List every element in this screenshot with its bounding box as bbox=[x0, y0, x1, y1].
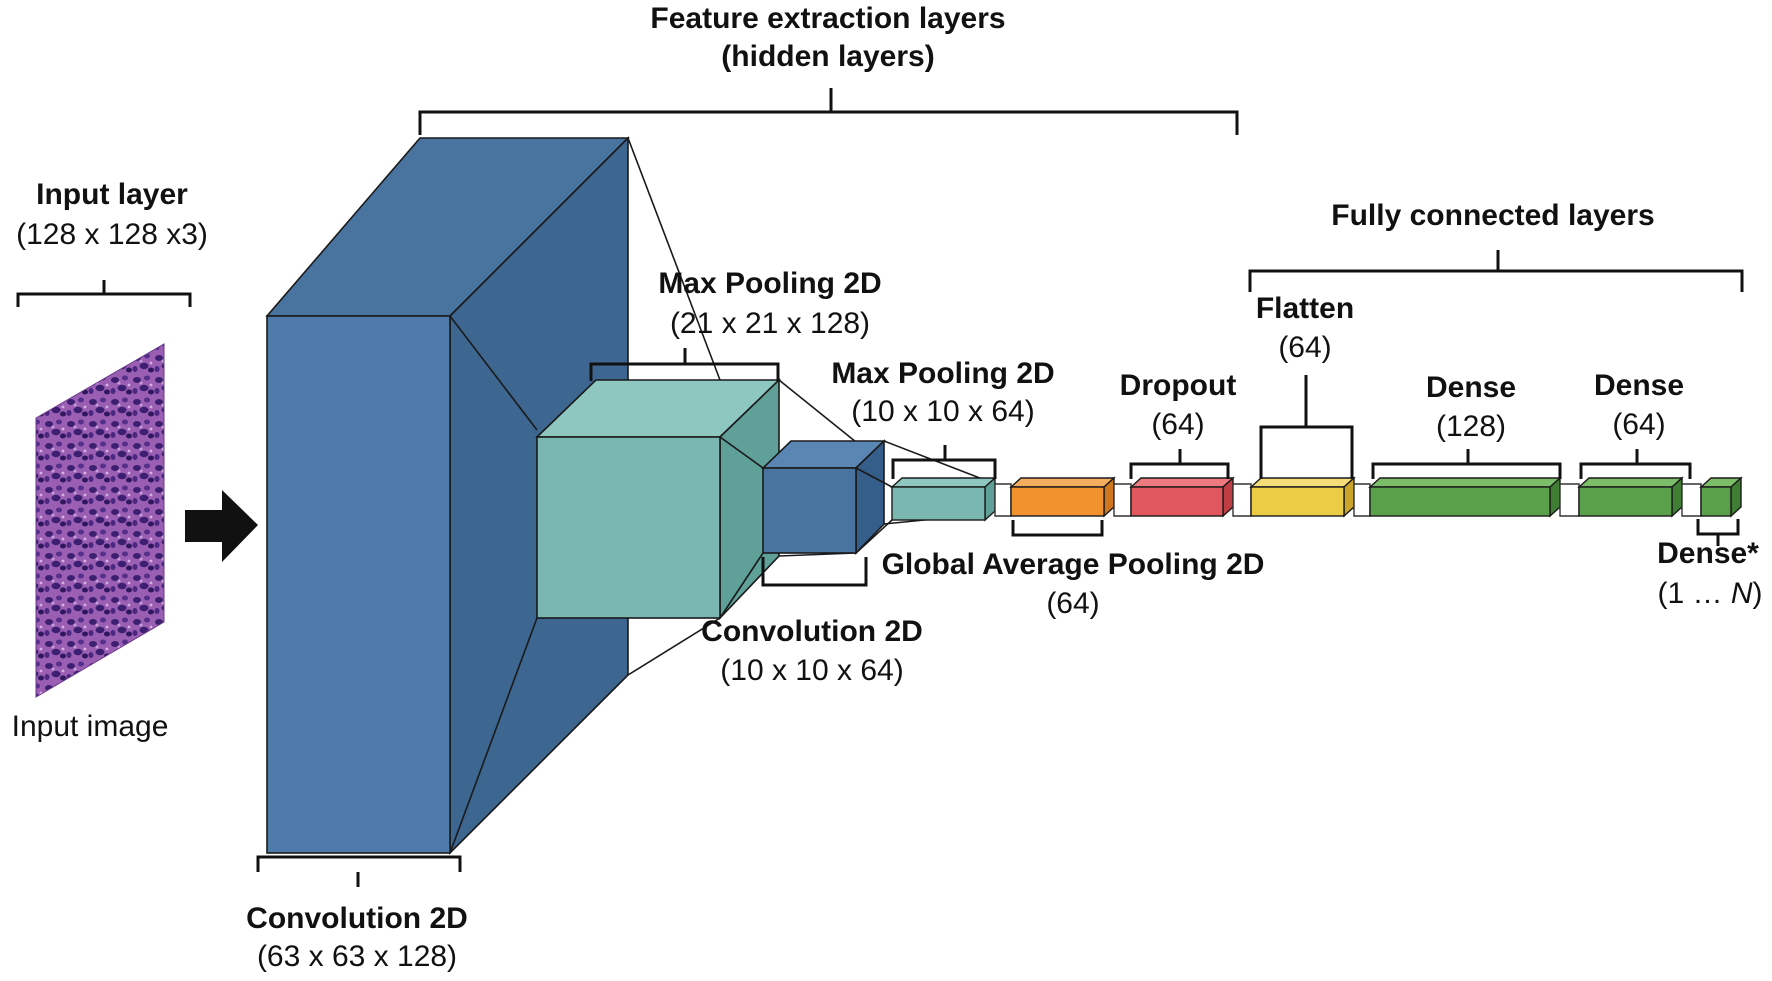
conv2-shape: (10 x 10 x 64) bbox=[720, 654, 903, 687]
pool1-bracket bbox=[589, 348, 780, 381]
connector bbox=[1353, 483, 1371, 517]
dense2-name: Dense bbox=[1594, 369, 1684, 402]
flatten-block bbox=[1249, 476, 1356, 518]
dense2-shape: (64) bbox=[1612, 408, 1665, 441]
input-image-label: Input image bbox=[12, 710, 169, 743]
dropout-shape: (64) bbox=[1151, 408, 1204, 441]
fully-connected-title: Fully connected layers bbox=[1331, 199, 1654, 232]
dense3-block bbox=[1699, 476, 1743, 518]
dropout-bracket bbox=[1129, 449, 1230, 479]
feature-extraction-bracket bbox=[418, 88, 1239, 135]
connector bbox=[1232, 483, 1252, 517]
dense2-block bbox=[1577, 476, 1684, 518]
pool2-name: Max Pooling 2D bbox=[831, 357, 1054, 390]
conv2-block bbox=[761, 439, 986, 555]
gap-name: Global Average Pooling 2D bbox=[882, 548, 1265, 581]
feature-extraction-title: Feature extraction layers bbox=[650, 2, 1005, 35]
dense1-shape: (128) bbox=[1436, 410, 1506, 443]
gap-bracket bbox=[1011, 520, 1104, 537]
conv2-bracket bbox=[761, 557, 868, 587]
dense2-bracket bbox=[1579, 449, 1692, 479]
dense1-block bbox=[1368, 476, 1562, 518]
connector bbox=[994, 483, 1012, 517]
dense3-bracket bbox=[1696, 519, 1740, 546]
connector bbox=[1113, 483, 1132, 517]
dropout-name: Dropout bbox=[1120, 369, 1237, 402]
gap-block bbox=[1009, 476, 1116, 518]
pool1-block bbox=[535, 378, 857, 621]
dense3-name: Dense* bbox=[1657, 537, 1759, 570]
pool2-bracket bbox=[891, 445, 997, 479]
dropout-block bbox=[1129, 476, 1235, 518]
input-layer-shape: (128 x 128 x3) bbox=[16, 218, 208, 251]
input-image-thumbnail bbox=[35, 343, 165, 698]
conv2-name: Convolution 2D bbox=[701, 615, 923, 648]
dense3-shape: (1 … N) bbox=[1657, 577, 1762, 610]
conv1-name: Convolution 2D bbox=[246, 902, 468, 935]
right-arrow-icon bbox=[185, 490, 258, 562]
flatten-bracket bbox=[1259, 375, 1354, 479]
conv1-shape: (63 x 63 x 128) bbox=[257, 940, 457, 973]
gap-shape: (64) bbox=[1046, 587, 1099, 620]
dense1-bracket bbox=[1371, 449, 1562, 479]
pool1-name: Max Pooling 2D bbox=[658, 267, 881, 300]
conv1-bracket bbox=[256, 855, 462, 887]
input-layer-label: Input layer bbox=[36, 178, 188, 211]
connector bbox=[1559, 483, 1580, 517]
input-layer-bracket bbox=[16, 280, 192, 307]
fully-connected-bracket bbox=[1248, 250, 1744, 292]
feature-extraction-subtitle: (hidden layers) bbox=[721, 40, 934, 73]
pool2-shape: (10 x 10 x 64) bbox=[851, 395, 1034, 428]
dense1-name: Dense bbox=[1426, 371, 1516, 404]
connector bbox=[1681, 483, 1702, 517]
pool2-block bbox=[890, 476, 997, 522]
flatten-shape: (64) bbox=[1278, 331, 1331, 364]
pool1-shape: (21 x 21 x 128) bbox=[670, 307, 870, 340]
flatten-name: Flatten bbox=[1256, 292, 1354, 325]
